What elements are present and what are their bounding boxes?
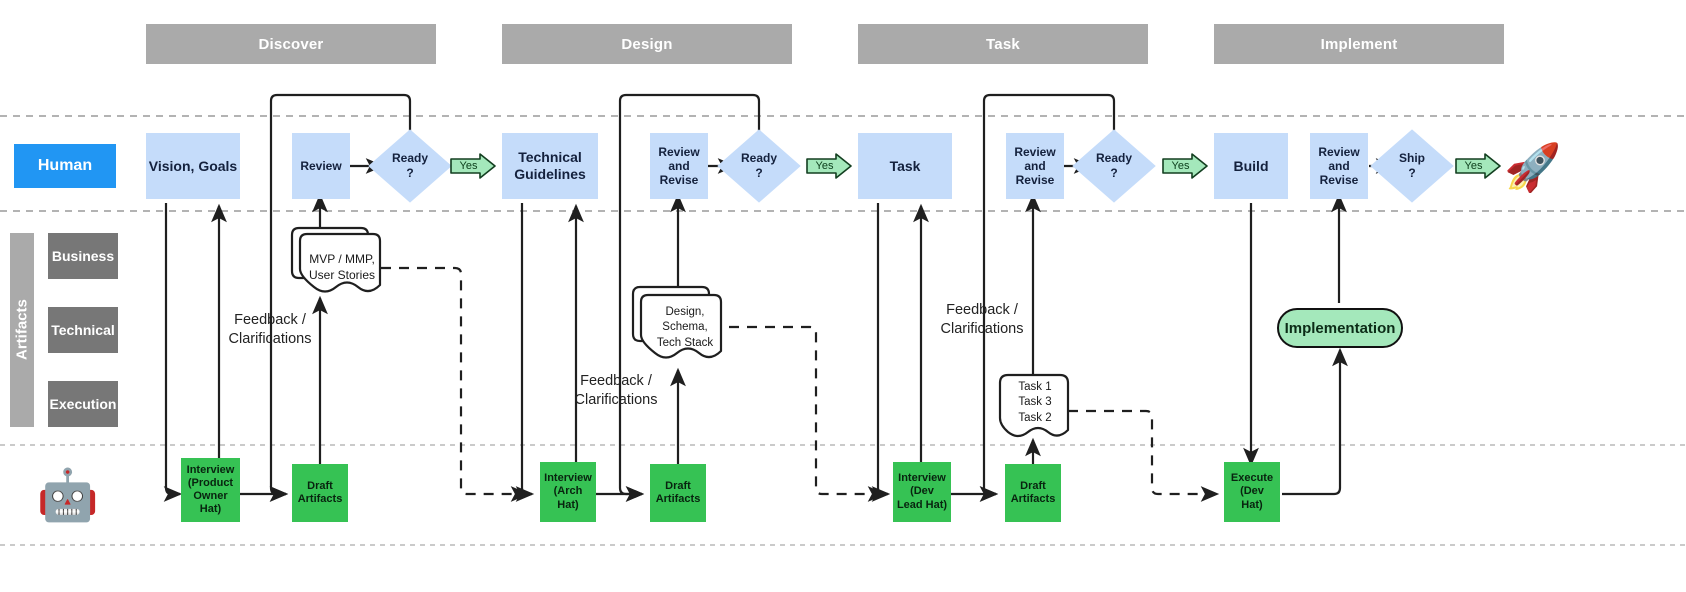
node-label: Review and Revise: [658, 144, 700, 188]
yes-arrow-label: Yes: [459, 160, 478, 172]
diamond-ready-task: [1072, 129, 1156, 203]
node-review[interactable]: Review: [292, 133, 350, 199]
decision-ship[interactable]: Ship ?: [1371, 130, 1453, 202]
edge-label-feedback-task: Feedback / Clarifications: [922, 301, 1042, 339]
node-label: Execute (Dev Hat): [1230, 472, 1274, 511]
node-label: Technical Guidelines: [514, 149, 586, 182]
node-draft-artifacts-design[interactable]: Draft Artifacts: [650, 464, 706, 522]
yes-arrow-label: Yes: [1171, 160, 1190, 172]
node-label: Review and Revise: [1014, 144, 1056, 188]
node-label: Task: [889, 157, 921, 174]
edge-label-line2: Clarifications: [574, 392, 658, 409]
document-technical: Design, Schema, Tech Stack: [633, 287, 725, 357]
document-line: Schema,: [662, 321, 708, 334]
document-business: MVP / MMP, User Stories: [292, 228, 384, 290]
node-draft-artifacts-task[interactable]: Draft Artifacts: [1005, 464, 1061, 522]
diamond-ready-design: [717, 129, 801, 203]
document-line: Task 1: [1018, 380, 1052, 393]
node-label: Interview (Dev Lead Hat): [896, 472, 948, 511]
yes-arrow-label: Yes: [815, 160, 834, 172]
diamond-ready-discover: [368, 129, 452, 203]
phase-header-implement: Implement: [1214, 24, 1504, 64]
decision-ready-task[interactable]: Ready ?: [1073, 130, 1155, 202]
node-label: Draft Artifacts: [655, 479, 701, 505]
document-line: Design,: [665, 305, 705, 318]
diamond-ship: [1370, 129, 1454, 203]
node-execute-dev[interactable]: Execute (Dev Hat): [1224, 462, 1280, 522]
yes-arrow-task: Yes: [1162, 153, 1208, 179]
decision-ready-discover[interactable]: Ready ?: [369, 130, 451, 202]
node-task[interactable]: Task: [858, 133, 952, 199]
node-interview-product-owner[interactable]: Interview (Product Owner Hat): [181, 458, 240, 522]
decision-label-line1: Ready: [1095, 151, 1133, 165]
node-review-and-revise-implement[interactable]: Review and Revise: [1310, 133, 1368, 199]
node-label: Build: [1233, 157, 1269, 174]
edge-label-feedback-design: Feedback / Clarifications: [556, 372, 676, 410]
lane-label-human: Human: [14, 144, 116, 188]
node-label: Interview (Product Owner Hat): [186, 463, 235, 516]
yes-arrow-discover: Yes: [450, 153, 496, 179]
node-interview-dev-lead[interactable]: Interview (Dev Lead Hat): [893, 462, 951, 522]
decision-label-line1: Ship: [1399, 151, 1425, 165]
edge-label-line1: Feedback /: [234, 312, 306, 328]
node-label: Interview (Arch Hat): [544, 472, 592, 511]
decision-label-line2: ?: [406, 166, 414, 180]
decision-label-line2: ?: [1408, 166, 1416, 180]
edge-label-line1: Feedback /: [946, 302, 1018, 318]
yes-arrow-label: Yes: [1464, 160, 1483, 172]
phase-header-discover: Discover: [146, 24, 436, 64]
node-label: Review and Revise: [1318, 144, 1360, 188]
edge-label-line1: Feedback /: [580, 373, 652, 389]
decision-label-line1: Ready: [740, 151, 778, 165]
phase-header-task: Task: [858, 24, 1148, 64]
phase-header-design: Design: [502, 24, 792, 64]
node-review-and-revise-design[interactable]: Review and Revise: [650, 133, 708, 199]
node-draft-artifacts-discover[interactable]: Draft Artifacts: [292, 464, 348, 522]
decision-label-line1: Ready: [391, 151, 429, 165]
lane-label-artifacts: Artifacts: [10, 233, 34, 427]
document-line: Task 3: [1018, 396, 1052, 409]
node-build[interactable]: Build: [1214, 133, 1288, 199]
lane-row-execution: Execution: [48, 381, 118, 427]
node-technical-guidelines[interactable]: Technical Guidelines: [502, 133, 598, 199]
robot-icon: 🤖: [36, 467, 100, 523]
node-label: Implementation: [1284, 319, 1396, 337]
rocket-icon: 🚀: [1504, 141, 1562, 193]
node-label: Vision, Goals: [148, 157, 238, 174]
node-interview-arch[interactable]: Interview (Arch Hat): [540, 462, 596, 522]
edge-label-line2: Clarifications: [940, 321, 1024, 338]
yes-arrow-design: Yes: [806, 153, 852, 179]
decision-label-line2: ?: [1110, 166, 1118, 180]
node-label: Draft Artifacts: [1010, 479, 1056, 505]
decision-ready-design[interactable]: Ready ?: [718, 130, 800, 202]
node-review-and-revise-task[interactable]: Review and Revise: [1006, 133, 1064, 199]
node-label: Review: [300, 158, 342, 173]
node-label: Draft Artifacts: [297, 479, 343, 505]
document-line: User Stories: [308, 268, 376, 282]
lane-row-business: Business: [48, 233, 118, 279]
document-line: MVP / MMP,: [309, 251, 375, 266]
document-execution: Task 1 Task 3 Task 2: [1000, 375, 1070, 437]
node-vision-goals[interactable]: Vision, Goals: [146, 133, 240, 199]
document-line: Task 2: [1018, 411, 1052, 424]
edge-label-line2: Clarifications: [228, 331, 312, 348]
lane-row-technical: Technical: [48, 307, 118, 353]
edge-label-feedback-discover: Feedback / Clarifications: [210, 311, 330, 349]
decision-label-line2: ?: [755, 166, 763, 180]
document-line: Tech Stack: [656, 336, 714, 349]
node-implementation[interactable]: Implementation: [1277, 308, 1403, 348]
yes-arrow-ship: Yes: [1455, 153, 1501, 179]
